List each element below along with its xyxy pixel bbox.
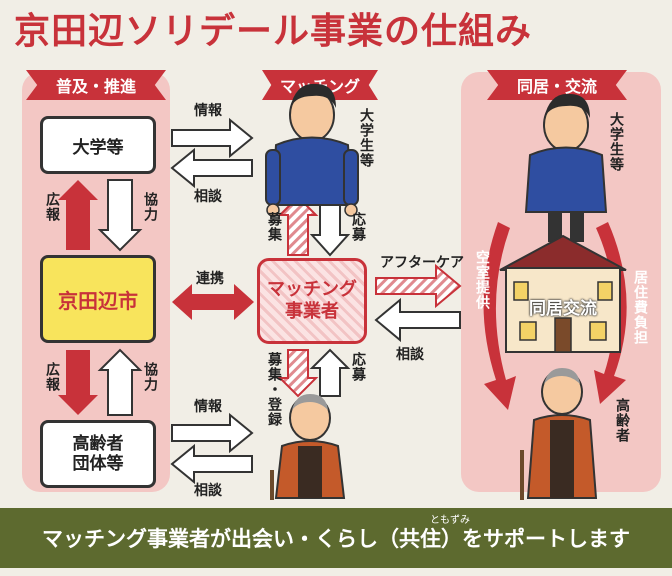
arrow-renkei — [172, 284, 254, 320]
label-obo-bottom: 応募 — [350, 352, 366, 382]
page-title: 京田辺ソリデール事業の仕組み — [14, 11, 533, 52]
elder-figure-right — [520, 368, 598, 500]
elderly-box-line2: 団体等 — [72, 454, 124, 474]
student-figure-middle — [265, 83, 359, 217]
label-joho-bottom: 情報 — [194, 399, 222, 415]
arrow-sodan-top — [170, 147, 253, 189]
section-label-cohabitation: 同居・交流 — [487, 70, 627, 100]
label-joho-top: 情報 — [194, 103, 222, 119]
matching-operator-box: マッチング 事業者 — [257, 258, 367, 344]
label-after-care: アフターケア — [380, 255, 464, 271]
label-renkei: 連携 — [196, 271, 224, 287]
bottom-banner: ともずみ マッチング事業者が出会い・くらし（共住）をサポートします — [0, 508, 672, 568]
label-kyoryoku-top: 協力 — [142, 192, 158, 222]
arrow-kyoryoku-bottom — [97, 348, 143, 416]
matcher-line1: マッチング — [267, 279, 357, 301]
label-akishitsu: 空室提供 — [474, 250, 490, 310]
arrow-koho-top — [58, 180, 98, 250]
bottom-banner-text: マッチング事業者が出会い・くらし（共住）をサポートします — [42, 527, 630, 551]
elder-figure-middle — [270, 394, 346, 500]
label-obo-top: 応募 — [350, 212, 366, 242]
label-kyoryoku-bottom: 協力 — [142, 362, 158, 392]
label-koho-top: 広報 — [44, 192, 60, 222]
arrow-joho-top — [171, 117, 254, 159]
arrow-kyoryoku-top — [97, 179, 143, 252]
label-koho-bottom: 広報 — [44, 362, 60, 392]
kyotanabe-city-box: 京田辺市 — [40, 255, 156, 343]
label-sodan-right: 相談 — [396, 347, 424, 363]
student-figure-right — [524, 93, 608, 242]
arrow-boshu-bottom — [277, 349, 319, 398]
house-icon — [499, 234, 627, 353]
arrow-sodan-right — [374, 297, 461, 343]
label-sodan-top: 相談 — [194, 189, 222, 205]
arrow-joho-bottom — [171, 412, 254, 454]
label-boshu-top: 募集 — [266, 212, 282, 242]
arrow-sodan-bottom — [170, 443, 253, 485]
arrow-akishitsu — [483, 222, 516, 410]
label-sodan-bottom: 相談 — [194, 483, 222, 499]
elderly-groups-box: 高齢者 団体等 — [40, 420, 156, 488]
matcher-line2: 事業者 — [285, 301, 339, 322]
label-boshu-toroku: 募集・登録 — [266, 352, 282, 427]
label-kyojuhi: 居住費負担 — [632, 270, 648, 345]
section-label-promotion: 普及・推進 — [26, 70, 166, 100]
arrow-after-care — [375, 263, 462, 309]
label-elder-right: 高齢者 — [614, 398, 630, 443]
label-student-right: 大学生等 — [608, 112, 624, 172]
label-student-middle: 大学生等 — [358, 108, 374, 168]
arrow-obo-bottom — [309, 348, 351, 397]
ruby-tomozumi: ともずみ — [430, 515, 470, 526]
arrow-koho-bottom — [58, 350, 98, 415]
label-house: 同居交流 — [529, 299, 597, 319]
university-box: 大学等 — [40, 116, 156, 174]
elderly-box-line1: 高齢者 — [72, 433, 124, 454]
